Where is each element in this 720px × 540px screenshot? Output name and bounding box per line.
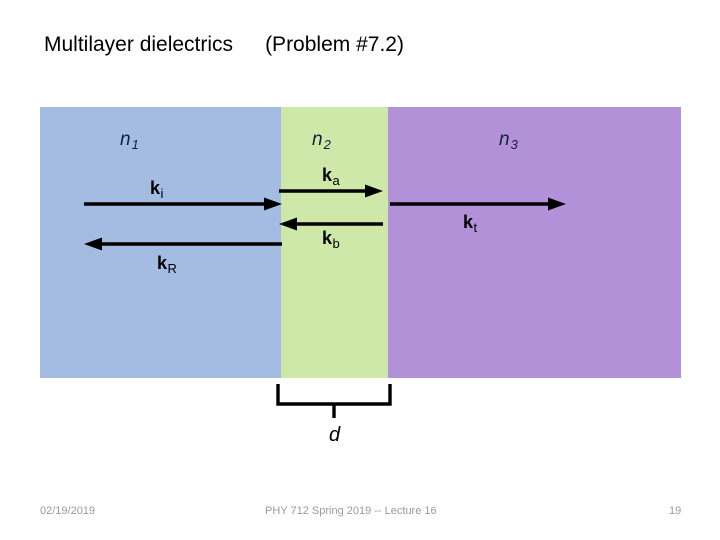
arrow-right-icon-ka [279,184,383,198]
footer-page-number: 19 [669,505,682,517]
label-wavevector-kR: kR [157,253,177,276]
label-wavevector-ki-base: k [150,178,161,198]
arrow-left-icon-kb [279,217,383,231]
arrow-right-icon-ki [84,197,282,211]
label-wavevector-kR-subscript: R [167,260,177,276]
label-wavevector-kb: kb [322,228,340,251]
label-index-n2: n2 [312,129,331,152]
label-wavevector-kt: kt [463,212,477,235]
layer-medium-2 [281,107,388,378]
layer-medium-3 [388,107,681,378]
label-wavevector-ka-base: k [322,165,333,185]
label-wavevector-kb-base: k [322,228,333,248]
dimension-bracket-icon [276,384,392,418]
label-index-n1: n1 [120,129,139,152]
footer-date: 02/19/2019 [40,505,96,517]
label-index-n3-base: n [499,129,510,150]
label-wavevector-ka-subscript: a [332,172,340,188]
label-wavevector-ka: ka [322,165,340,188]
label-index-n1-subscript: 1 [131,136,139,152]
arrow-left-icon-kR [84,237,282,251]
label-thickness-d: d [329,424,341,446]
label-wavevector-kb-subscript: b [332,235,340,251]
label-index-n2-base: n [312,129,323,150]
page-title: Multilayer dielectrics [44,33,234,56]
label-wavevector-kR-base: k [157,253,168,273]
label-wavevector-kt-base: k [463,212,474,232]
label-index-n3: n3 [499,129,518,152]
arrow-right-icon-kt [390,197,566,211]
slide-footer: 02/19/2019 PHY 712 Spring 2019 -- Lectur… [0,505,720,525]
slide-title-row: Multilayer dielectrics (Problem #7.2) [44,33,684,63]
label-wavevector-kt-subscript: t [473,219,478,235]
label-wavevector-ki-subscript: i [160,185,164,201]
label-index-n1-base: n [120,129,131,150]
label-index-n2-subscript: 2 [323,136,331,152]
dielectric-stack [40,107,681,378]
label-index-n3-subscript: 3 [510,136,518,152]
page-subtitle: (Problem #7.2) [265,33,404,56]
label-wavevector-ki: ki [150,178,163,201]
footer-course-label: PHY 712 Spring 2019 -- Lecture 16 [265,505,437,517]
